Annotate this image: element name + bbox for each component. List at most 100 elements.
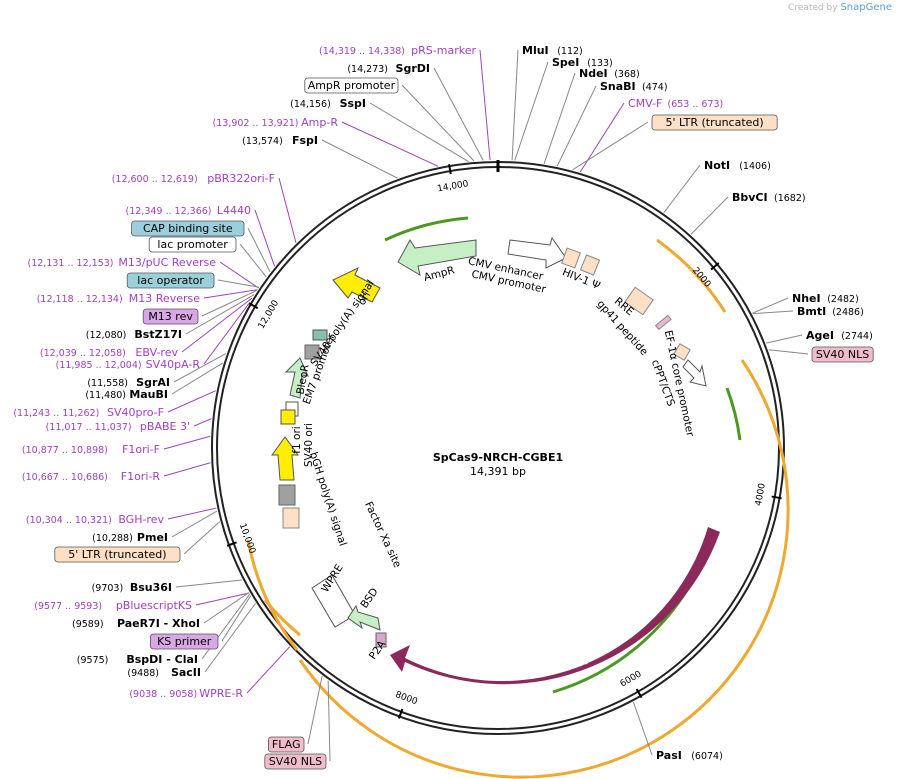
cmv-f-label: CMV-F [628, 97, 662, 110]
site-f1ori-r[interactable]: F1ori-R(10,667 .. 10,686) [22, 470, 160, 483]
site-noti[interactable]: NotI(1406) [704, 159, 771, 172]
site-lac-promoter[interactable]: lac promoter [148, 236, 237, 253]
wpre-r-leader [246, 646, 291, 694]
site-m13-rev[interactable]: M13 rev [142, 308, 199, 325]
site-bmti[interactable]: BmtI(2486) [797, 305, 864, 318]
pbr322ori-f-coords: (12,600 .. 12,619) [112, 174, 198, 185]
plasmid-length: 14,391 bp [470, 465, 526, 478]
site-bgh-rev[interactable]: BGH-rev(10,304 .. 10,321) [26, 513, 165, 526]
site-bstz17i[interactable]: BstZ17I(12,080) [86, 328, 182, 341]
site-maubi[interactable]: MauBI(11,480) [85, 388, 168, 401]
feature-label-ori: ori [356, 290, 373, 308]
nhei-leader [752, 297, 789, 314]
ndei-coords: (368) [614, 69, 640, 80]
site-sgrdi[interactable]: SgrDI(14,273) [347, 62, 430, 75]
site-flag[interactable]: FLAG [267, 736, 305, 753]
site-mlui[interactable]: MluI(112) [522, 44, 583, 57]
lac-operator-label: lac operator [137, 274, 204, 287]
site-agei[interactable]: AgeI(2744) [806, 329, 873, 342]
site-ndei[interactable]: NdeI(368) [579, 67, 640, 80]
site-fspi[interactable]: FspI(13,574) [242, 134, 318, 147]
f1-ori-feature [271, 436, 299, 481]
tick-mark [248, 302, 259, 310]
label-layer: pRS-marker(14,319 .. 14,338) SgrDI(14,273… [13, 44, 874, 770]
fspi-label: FspI [292, 134, 318, 147]
pbr322ori-f-label: pBR322ori-F [207, 172, 275, 185]
nhei-label: NheI [792, 292, 821, 305]
site-paer7i-xhoi[interactable]: PaeR7I - XhoI(9589) [72, 617, 200, 630]
site-ks-primer[interactable]: KS primer [149, 633, 219, 650]
site-nhei[interactable]: NheI(2482) [792, 292, 859, 305]
site-prs-marker[interactable]: pRS-marker(14,319 .. 14,338) [319, 44, 476, 57]
bspdi-clai-coords: (9575) [77, 655, 109, 666]
site-pbr322ori-f[interactable]: pBR322ori-F (12,600 .. 12,619) [112, 172, 275, 185]
feature-label-factor-xa-site: Factor Xa site [362, 500, 403, 570]
ks-primer-label: KS primer [157, 635, 212, 648]
flag-label: FLAG [272, 738, 301, 751]
snapgene-logo: SnapGene [840, 2, 892, 13]
site-sv40pa-r[interactable]: SV40pA-R(11,985 .. 12,004) [56, 358, 201, 371]
site-5-ltr-truncated[interactable]: 5' LTR (truncated) [54, 546, 181, 563]
site-snabi[interactable]: SnaBI(474) [600, 80, 668, 93]
feature-label-sv40-ori: SV40 ori [303, 423, 315, 467]
noti-coords: (1406) [739, 161, 771, 172]
pmei-leader [171, 510, 218, 538]
site-pasi[interactable]: PasI(6074) [656, 749, 723, 762]
5-ltr-truncated-box [54, 546, 181, 563]
site-f1ori-f[interactable]: F1ori-F(10,877 .. 10,898) [22, 443, 160, 456]
wpre-r-coords: (9038 .. 9058) [129, 689, 197, 700]
site-pmei[interactable]: PmeI(10,288) [92, 531, 168, 544]
l4440-label: L4440 [217, 204, 251, 217]
m13-puc-reverse-leader [219, 261, 259, 289]
site-l4440[interactable]: L4440(12,349 .. 12,366) [126, 204, 251, 217]
amp-r-label: Amp-R [301, 116, 338, 129]
site-bsu36i[interactable]: Bsu36I(9703) [92, 581, 172, 594]
site-cap-binding-site[interactable]: CAP binding site [131, 220, 245, 237]
tick-label: 2000 [690, 266, 713, 290]
site-sv40-nls[interactable]: SV40 NLS [264, 753, 327, 770]
site-ebv-rev[interactable]: EBV-rev(12,039 .. 12,058) [40, 346, 179, 359]
site-pbluescriptks[interactable]: pBluescriptKS(9577 .. 9593) [34, 599, 192, 612]
tick-label: 10,000 [237, 522, 257, 555]
site-bspdi-clai[interactable]: BspDI - ClaI(9575) [77, 653, 198, 666]
m13-reverse-coords: (12,118 .. 12,134) [37, 294, 123, 305]
site-sv40pro-f[interactable]: SV40pro-F(11,243 .. 11,262) [13, 406, 164, 419]
tick-label: 8000 [394, 690, 419, 707]
bmti-coords: (2486) [832, 307, 864, 318]
bsd-feature [347, 604, 381, 631]
sgrdi-leader [433, 67, 484, 161]
sgrai-coords: (11,558) [87, 378, 128, 389]
site-sgrai[interactable]: SgrAI(11,558) [87, 376, 170, 389]
site-m13-puc-reverse[interactable]: M13/pUC Reverse(12,131 .. 12,153) [28, 256, 217, 269]
site-bbvci[interactable]: BbvCI (1682) [732, 191, 806, 204]
site-lac-operator[interactable]: lac operator [126, 272, 215, 289]
site-ampr-promoter[interactable]: AmpR promoter [304, 77, 399, 94]
tick-mark [448, 164, 452, 175]
site-sspi[interactable]: SspI(14,156) [290, 97, 366, 110]
leader-layer [163, 49, 809, 762]
ks-primer-leader [221, 595, 252, 642]
bgh-rev-coords: (10,304 .. 10,321) [26, 515, 112, 526]
site-sacii[interactable]: SacII(9488) [127, 666, 201, 679]
tick-label: 12,000 [257, 298, 282, 330]
bsu36i-leader [175, 579, 243, 588]
ltr-arc-left-inner [263, 599, 301, 637]
site-pbabe-3[interactable]: pBABE 3'(11,017 .. 11,037) [46, 420, 190, 433]
site-wpre-r[interactable]: WPRE-R(9038 .. 9058) [129, 687, 243, 700]
site-amp-r[interactable]: Amp-R(13,902 .. 13,921) [213, 116, 339, 129]
sv40-nls-leader [327, 680, 331, 762]
noti-leader [663, 164, 701, 213]
site-5-ltr-truncated[interactable]: 5' LTR (truncated) [651, 114, 778, 131]
maubi-coords: (11,480) [85, 390, 126, 401]
site-spei[interactable]: SpeI(133) [552, 56, 613, 69]
bbvci-label: BbvCI [732, 191, 768, 204]
site-cmv-f[interactable]: CMV-F(653 .. 673) [628, 97, 723, 110]
pbr322ori-f-leader [278, 177, 297, 243]
sv40pro-f-label: SV40pro-F [107, 406, 164, 419]
site-sv40-nls[interactable]: SV40 NLS [811, 346, 874, 363]
f1ori-f-label: F1ori-F [122, 443, 160, 456]
tick-mark [771, 495, 782, 500]
site-m13-reverse[interactable]: M13 Reverse(12,118 .. 12,134) [37, 292, 201, 305]
lac-operator-box [126, 272, 215, 289]
bbvci-coords: (1682) [774, 193, 806, 204]
